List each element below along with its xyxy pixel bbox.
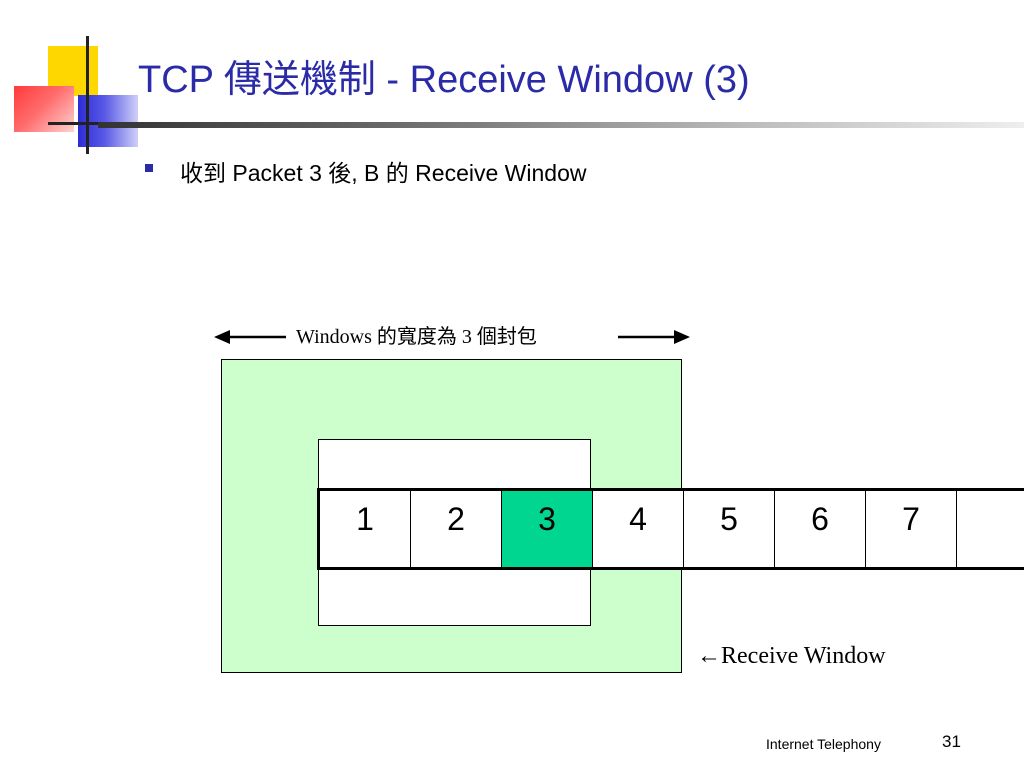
bullet-square-icon: [145, 164, 153, 172]
packet-cell: 4: [593, 491, 684, 567]
packet-cell: 1: [320, 491, 411, 567]
packet-cell: 2: [411, 491, 502, 567]
window-width-arrows: [214, 330, 690, 344]
receive-window-label: ←Receive Window: [697, 643, 886, 669]
packet-sequence: 1 2 3 4 5 6 7: [317, 488, 1024, 570]
packet-cell: 7: [866, 491, 957, 567]
packet-cell-received: 3: [502, 491, 593, 567]
packet-cell: 5: [684, 491, 775, 567]
logo-vertical-line: [86, 36, 89, 154]
slide-title: TCP 傳送機制 - Receive Window (3): [138, 59, 750, 101]
packet-cell: 6: [775, 491, 866, 567]
logo-horizontal-line: [48, 122, 98, 125]
title-underline: [98, 122, 1024, 128]
window-width-label: Windows 的寬度為 3 個封包: [296, 326, 537, 348]
packet-cell: [957, 491, 1024, 567]
bullet-text: 收到 Packet 3 後, B 的 Receive Window: [180, 160, 587, 186]
logo-red-square: [14, 86, 74, 132]
footer-text: Internet Telephony: [766, 736, 881, 752]
page-number: 31: [942, 732, 961, 751]
